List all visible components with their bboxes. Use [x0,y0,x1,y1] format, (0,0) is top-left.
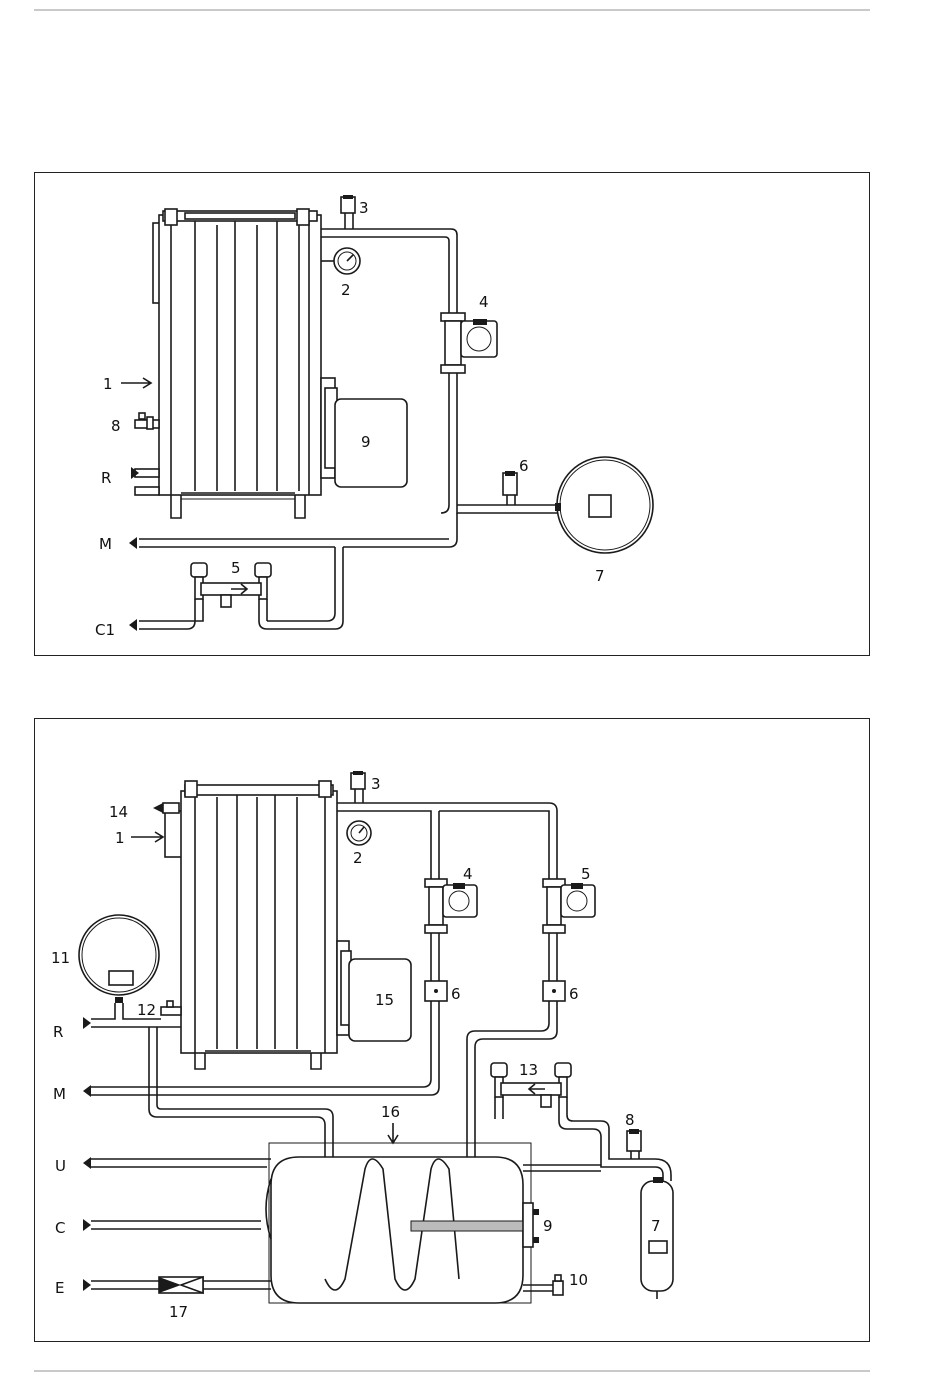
heating-schematic-1: 1 8 R M C1 3 2 4 9 6 7 5 [35,173,869,655]
dhw-lines [83,1157,271,1291]
pressure-gauge [321,248,360,274]
label-expansion-vessel: 7 [595,567,605,585]
label-gauge: 2 [353,849,363,867]
burner [337,941,411,1041]
label-air-vent: 3 [371,775,381,793]
label-dhw-expansion: 7 [651,1217,661,1235]
expansion-vessel [555,457,653,553]
dhw-safety-valve [627,1129,641,1159]
label-pump-dhw: 5 [581,865,591,883]
air-vent [341,195,355,229]
dhw-expansion-vessel [641,1177,673,1299]
label-pump: 4 [479,293,489,311]
cylinder-pointer [388,1123,398,1143]
boiler-drain-valve [161,1001,181,1015]
return-arrow [83,1017,91,1029]
label-burner: 15 [375,991,394,1009]
label-pressure-reducer: 17 [169,1303,188,1321]
flow-line-M [129,513,457,629]
label-expansion-vessel: 11 [51,949,70,967]
drain-valve [135,413,159,429]
label-check-valve-a: 6 [451,985,461,1003]
label-cold: C [55,1219,65,1237]
pressure-gauge [347,821,371,845]
label-gauge: 2 [341,281,351,299]
circulator-pump [441,313,497,373]
label-flow: M [53,1085,66,1103]
label-pump-heating: 4 [463,865,473,883]
boiler-pointer [121,378,151,388]
label-air-vent: 3 [359,199,369,217]
label-safety-valve: 8 [625,1111,635,1129]
boiler-body [165,781,337,1069]
bottom-rule [34,1370,870,1372]
label-filter: 13 [519,1061,538,1079]
dhw-cylinder [266,1143,539,1303]
label-check-valve-b: 6 [569,985,579,1003]
heating-schematic-2: 14 1 3 2 4 5 6 6 11 12 15 13 16 8 7 9 10… [35,719,869,1341]
label-drain-valve: 10 [569,1271,588,1289]
filter [129,563,271,631]
safety-valve [503,471,517,505]
label-boiler-drain: 12 [137,1001,156,1019]
boiler-body [153,209,321,518]
label-safety-valve: 6 [519,457,529,475]
label-filter: 5 [231,559,241,577]
diagram-panel-2: 14 1 3 2 4 5 6 6 11 12 15 13 16 8 7 9 10… [34,718,870,1342]
label-fill: C1 [95,621,115,639]
label-cylinder: 16 [381,1103,400,1121]
air-vent [351,771,365,803]
filter [491,1063,671,1181]
label-boiler: 1 [103,375,113,393]
label-burner: 9 [361,433,371,451]
label-drain-valve: 8 [111,417,121,435]
label-hot: U [55,1157,66,1175]
label-return: R [101,469,111,487]
drain-valve [523,1275,563,1295]
label-anode: 9 [543,1217,553,1235]
flow-header [337,803,557,879]
label-flow: M [99,535,112,553]
pressure-reducer [159,1277,203,1293]
label-boiler: 1 [115,829,125,847]
label-return: R [53,1023,63,1041]
return-stub-2 [135,487,159,495]
top-rule [34,9,870,11]
thermometer [153,803,179,813]
flow-arrow [83,1085,91,1097]
diagram-panel-1: 1 8 R M C1 3 2 4 9 6 7 5 [34,172,870,656]
label-thermometer: 14 [109,803,128,821]
label-inlet: E [55,1279,64,1297]
boiler-pointer [131,832,163,842]
